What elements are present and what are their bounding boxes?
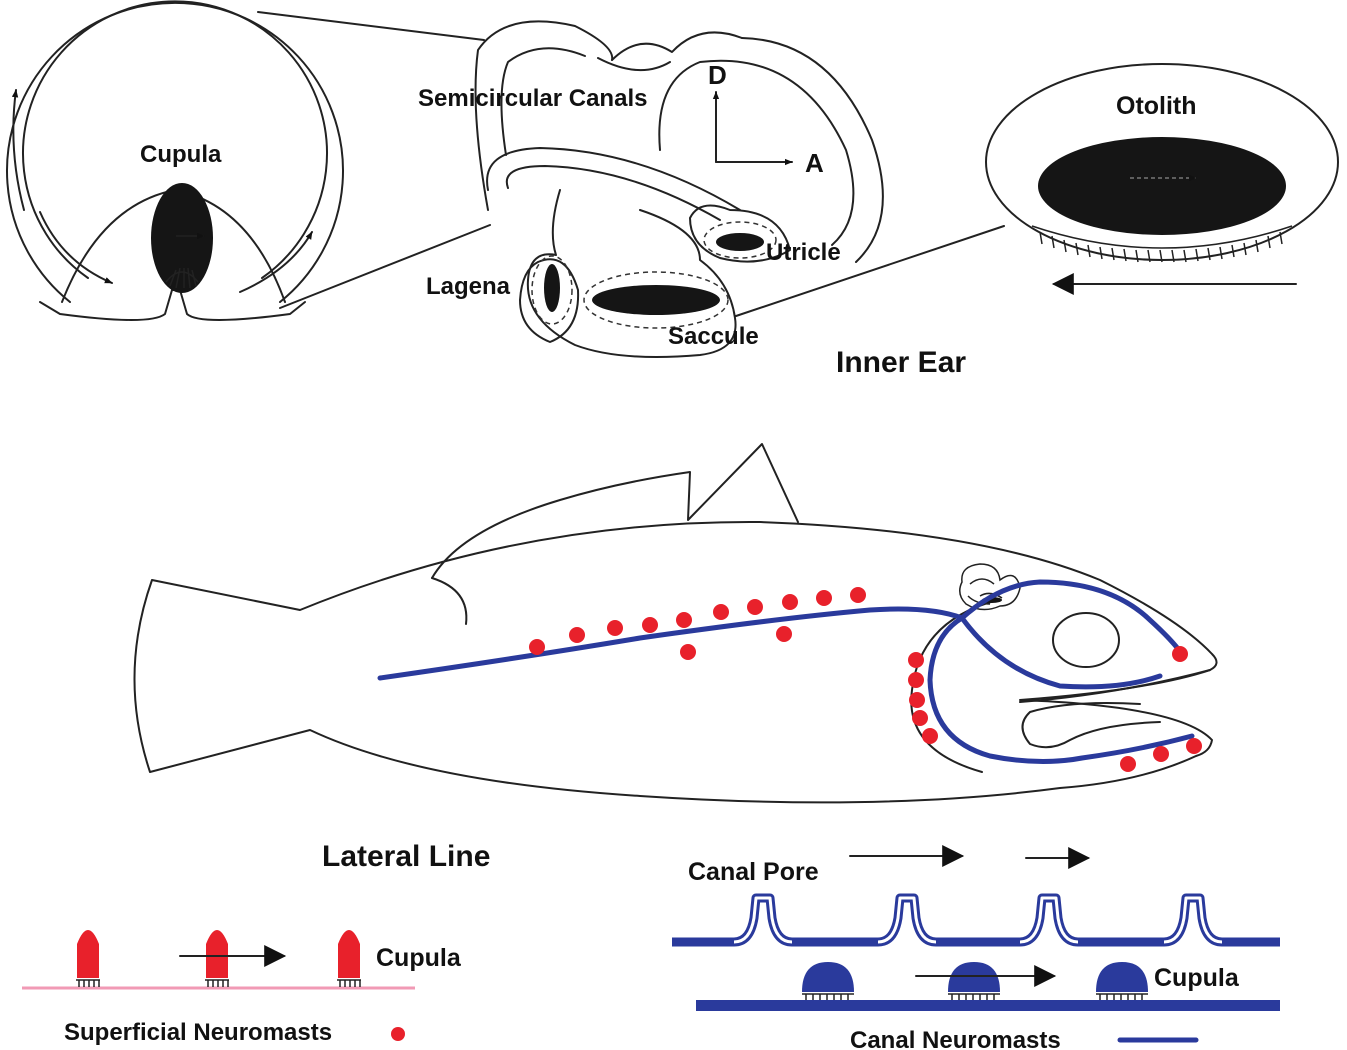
connector-otolith [735, 225, 1005, 317]
neuromast-dot [912, 710, 928, 726]
canal-roof [672, 893, 1280, 947]
canal-neuromasts-label: Canal Neuromasts [850, 1027, 1061, 1050]
superficial-cupula [205, 930, 229, 987]
supraorbital-canal [959, 579, 1185, 657]
neuromast-dot [850, 587, 866, 603]
neuromast-dot [776, 626, 792, 642]
mouth-inner [1021, 702, 1161, 749]
preopercular-canal [927, 615, 1195, 765]
superficial-neuromast-dots [529, 587, 1202, 772]
canal-cupula [1096, 962, 1148, 1000]
superficial-cupula [76, 930, 100, 987]
neuromast-dot [680, 644, 696, 660]
otolith-panel: Otolith [985, 63, 1339, 295]
utricle-label: Utricle [766, 239, 841, 266]
saccule-label: Saccule [668, 323, 759, 350]
canal-floor [696, 1000, 1280, 1011]
cupula-superficial-label: Cupula [376, 944, 462, 972]
neuromast-dot [922, 728, 938, 744]
otolith-hair-cells [1031, 225, 1293, 263]
saccule-macula-outline [583, 271, 729, 329]
utricle-otolith [716, 233, 764, 251]
cupula-dark [151, 183, 213, 293]
superficial-neuromast-legend-dot [391, 1027, 405, 1041]
dir-a-label: A [805, 148, 824, 178]
neuromast-dot [1120, 756, 1136, 772]
neuromast-dot [909, 692, 925, 708]
neuromast-dot [747, 599, 763, 615]
canal-inner-ring [22, 0, 328, 279]
neuromast-dot [713, 604, 729, 620]
lagena-label: Lagena [426, 273, 511, 300]
otolith-label: Otolith [1116, 92, 1197, 120]
superficial-neuromast-panel: Cupula Superficial Neuromasts [22, 930, 462, 1046]
dorsal-fin-base [431, 577, 468, 625]
hair-cell-fan [165, 267, 199, 289]
trunk-lateral-line-canal [377, 606, 965, 681]
neuromast-dot [908, 652, 924, 668]
otolith-stone [1038, 137, 1286, 235]
utricle-macula-outline [703, 221, 777, 259]
canal-pore-label: Canal Pore [688, 858, 819, 886]
cupula-canal-neuromast-label: Cupula [1154, 964, 1240, 992]
ampulla-base [39, 289, 306, 321]
vestibule-body [526, 189, 737, 358]
lagena-otolith [544, 264, 560, 312]
dorsal-fin [431, 443, 799, 579]
lateral-line-label: Lateral Line [322, 840, 490, 873]
neuromast-dot [607, 620, 623, 636]
neuromast-dot [529, 639, 545, 655]
inner-ear-label: Inner Ear [836, 346, 966, 379]
superficial-cupula [337, 930, 361, 987]
neuromast-dot [908, 672, 924, 688]
connector-top [257, 11, 485, 41]
neuromast-dot [569, 627, 585, 643]
lagena-sac [519, 258, 580, 343]
upper-jaw-line [1019, 669, 1211, 703]
superficial-neuromasts-label: Superficial Neuromasts [64, 1019, 332, 1046]
anterior-canal-inner [500, 47, 586, 156]
dir-d-label: D [708, 60, 727, 90]
neuromast-dot [1172, 646, 1188, 662]
connector-bottom [279, 224, 491, 309]
infraorbital-canal [959, 615, 1163, 690]
utricle-sac [689, 204, 791, 263]
saccule-otolith [592, 285, 720, 315]
canal-cupula-panel: Cupula [6, 0, 344, 321]
canal-neuromast-panel: Canal Pore Cupula Canal Neuromasts [672, 845, 1280, 1050]
anterior-canal-outer [474, 20, 614, 211]
endolymph-arrow-right-up [239, 231, 313, 293]
neuromast-dot [676, 612, 692, 628]
endolymph-arrow-left-up [11, 89, 25, 211]
canal-roof-highlight [733, 896, 1223, 944]
posterior-canal-outer [741, 37, 884, 263]
fish-body-outline [133, 520, 1218, 804]
fish-eye [1052, 612, 1120, 668]
neuromast-dot [816, 590, 832, 606]
neuromast-dot [1186, 738, 1202, 754]
semicircular-canals-label: Semicircular Canals [418, 85, 647, 112]
canal-outer-ring [6, 1, 344, 303]
endolymph-arrow-left-down [39, 211, 113, 284]
neuromast-dot [782, 594, 798, 610]
posterior-canal-inner [658, 59, 855, 246]
fish-panel [133, 443, 1218, 804]
neuromast-dot [1153, 746, 1169, 762]
canal-cupula [948, 962, 1000, 1000]
horizontal-canal [486, 147, 741, 221]
canal-cupula [802, 962, 854, 1000]
cupula-canal-label: Cupula [140, 141, 222, 168]
crus-commune [597, 31, 743, 72]
inner-ear-panel: D A Semicircular Canals Utricle Lagena S… [418, 20, 884, 358]
lagena-macula-outline [531, 255, 573, 325]
neuromast-dot [642, 617, 658, 633]
